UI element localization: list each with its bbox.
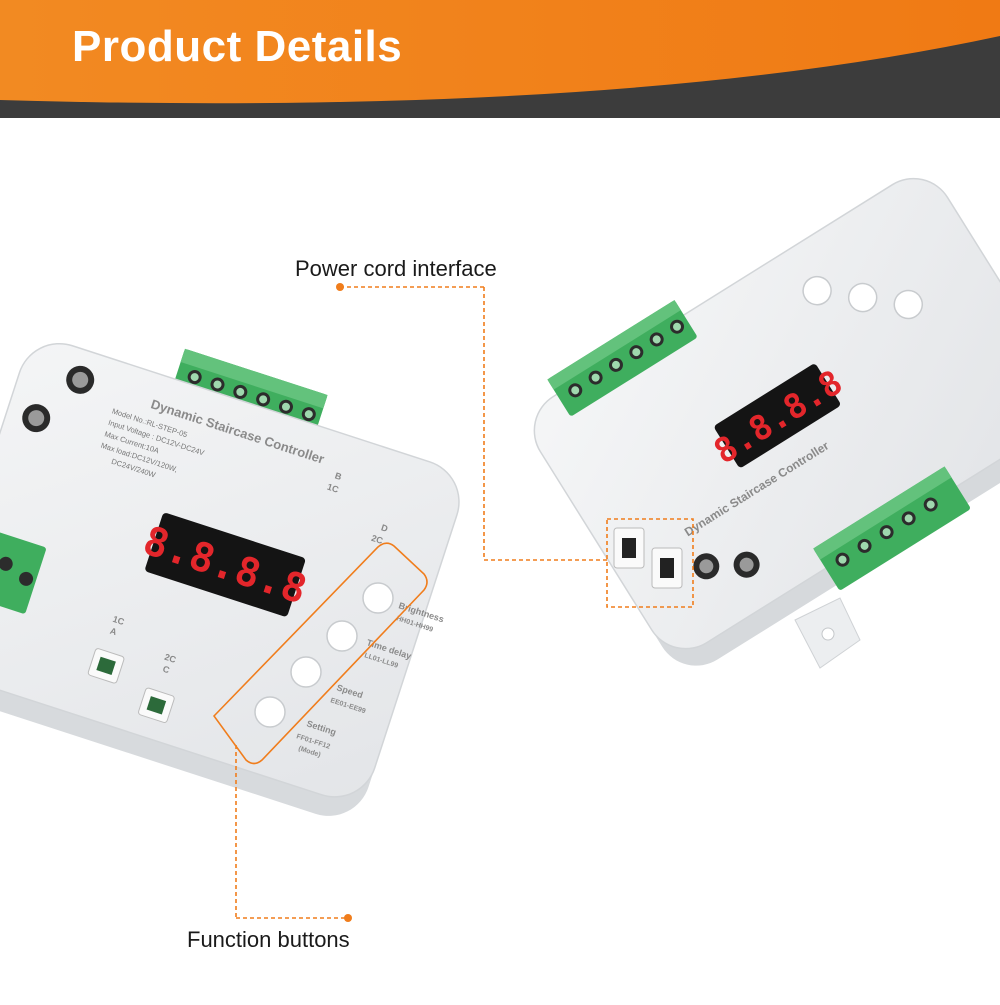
right-speed-button[interactable] [889,285,928,324]
right-brightness-button[interactable] [798,271,837,310]
left-port-b-label: B [334,471,344,483]
power-callout-dot [336,283,344,291]
setting-button[interactable] [254,696,286,728]
left-port-d-label: D [380,522,390,534]
power-cord-callout: Power cord interface [295,256,497,281]
left-port-d-sub: 2C [370,533,385,546]
speed-button[interactable] [290,656,322,688]
left-port-c-label: 2C [163,652,178,665]
function-buttons-callout: Function buttons [187,927,350,952]
power-callout-lines [340,286,694,608]
page-title: Product Details [72,22,403,71]
product-illustration: 8.8.8.8 Dynamic Staircase Controller Mod… [0,177,1000,922]
product-scene: 8.8.8.8 Dynamic Staircase Controller Mod… [0,118,1000,1000]
left-port-a-sub: A [109,626,119,638]
right-time-delay-button[interactable] [843,278,882,317]
banner-background [0,0,1000,118]
right-controller: 8.8.8.8 Dynamic Staircase Controller [533,177,1000,666]
left-port-c-sub: C [161,664,171,676]
left-controller: 8.8.8.8 Dynamic Staircase Controller Mod… [0,342,460,816]
power-cord-ports [613,527,683,589]
buttons-callout-highlight [212,542,428,765]
buttons-callout-dot [344,914,352,922]
left-port-b-sub: 1C [326,482,341,495]
header-banner: Product Details [0,0,1000,118]
brightness-button[interactable] [362,582,394,614]
left-port-a-label: 1C [111,614,126,627]
left-function-buttons: Brightness HH01-HH99 Time delay LL01-LL9… [254,582,445,759]
time-delay-button[interactable] [326,620,358,652]
right-lower-terminal [813,466,970,590]
buttons-callout-lines [235,745,348,919]
right-upper-terminal [547,300,697,416]
